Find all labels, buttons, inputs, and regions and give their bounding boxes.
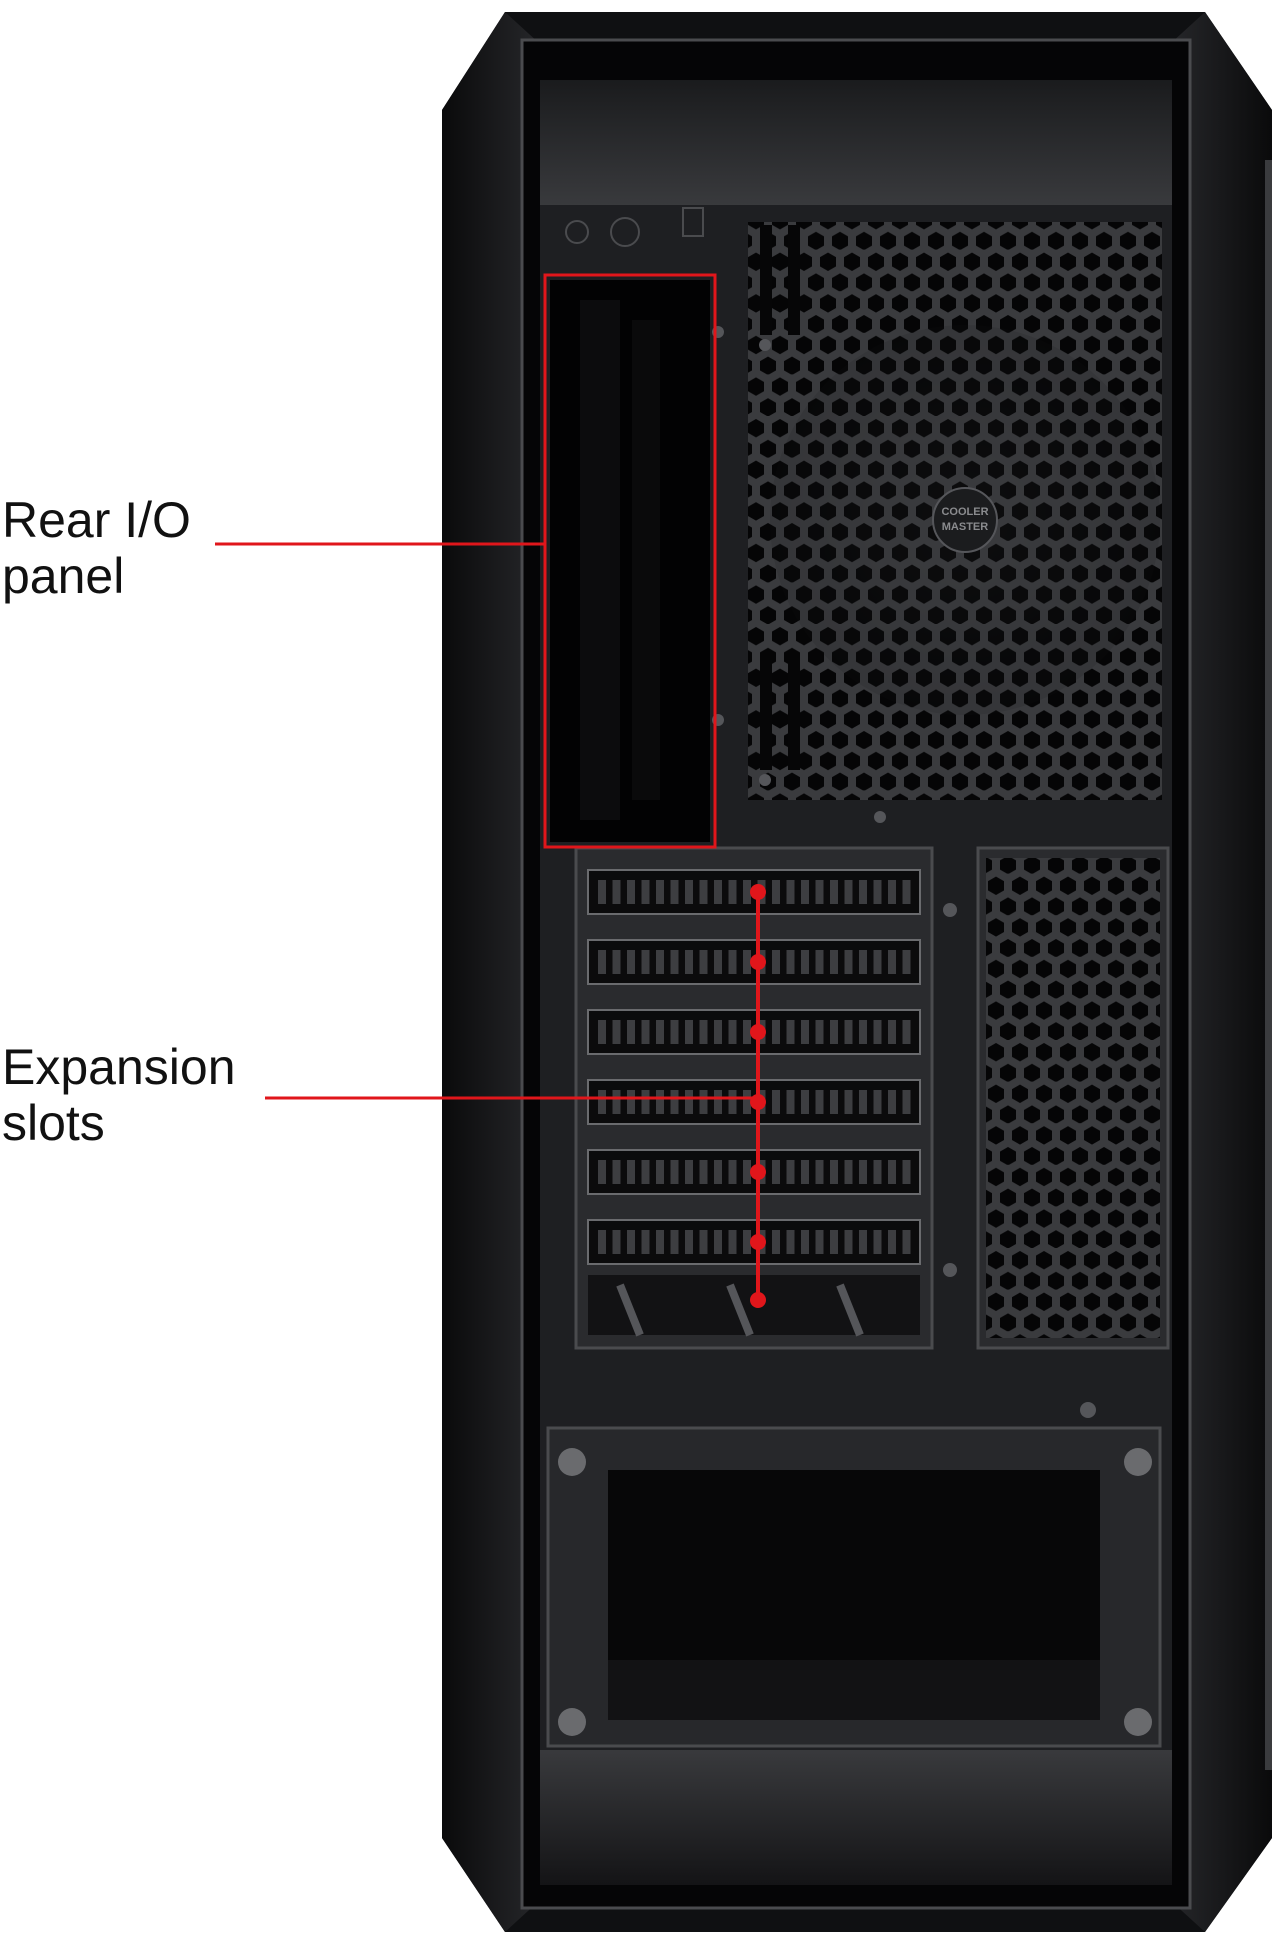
expansion-slot-covers [587, 869, 921, 1265]
callout-rear-io [215, 273, 717, 849]
expansion-slot-cover [587, 869, 921, 915]
label-expansion-slots: Expansion slots [2, 1039, 236, 1151]
slot-callout-dot [750, 1164, 766, 1180]
label-rear-io-panel: Rear I/O panel [2, 492, 191, 604]
slot-callout-dot [750, 1094, 766, 1110]
fan-badge-line1: COOLER [941, 506, 988, 518]
rear-io-cutout [550, 280, 724, 842]
slot-callout-dot [750, 1292, 766, 1308]
slot-callout-dot [750, 1234, 766, 1250]
callout-expansion-slots [265, 884, 766, 1308]
side-vent-grill [976, 846, 1170, 1350]
label-expansion-line2: slots [2, 1095, 105, 1151]
label-expansion-line1: Expansion [2, 1039, 236, 1095]
psu-mount [546, 1402, 1162, 1748]
slot-callout-dot [750, 1024, 766, 1040]
label-rear-io-line1: Rear I/O [2, 492, 191, 548]
slot-callout-dot [750, 884, 766, 900]
slot-callout-dot [750, 954, 766, 970]
fan-badge-line2: MASTER [942, 521, 989, 533]
exhaust-fan-grill: COOLER MASTER [748, 222, 1162, 823]
label-rear-io-line2: panel [2, 548, 125, 604]
